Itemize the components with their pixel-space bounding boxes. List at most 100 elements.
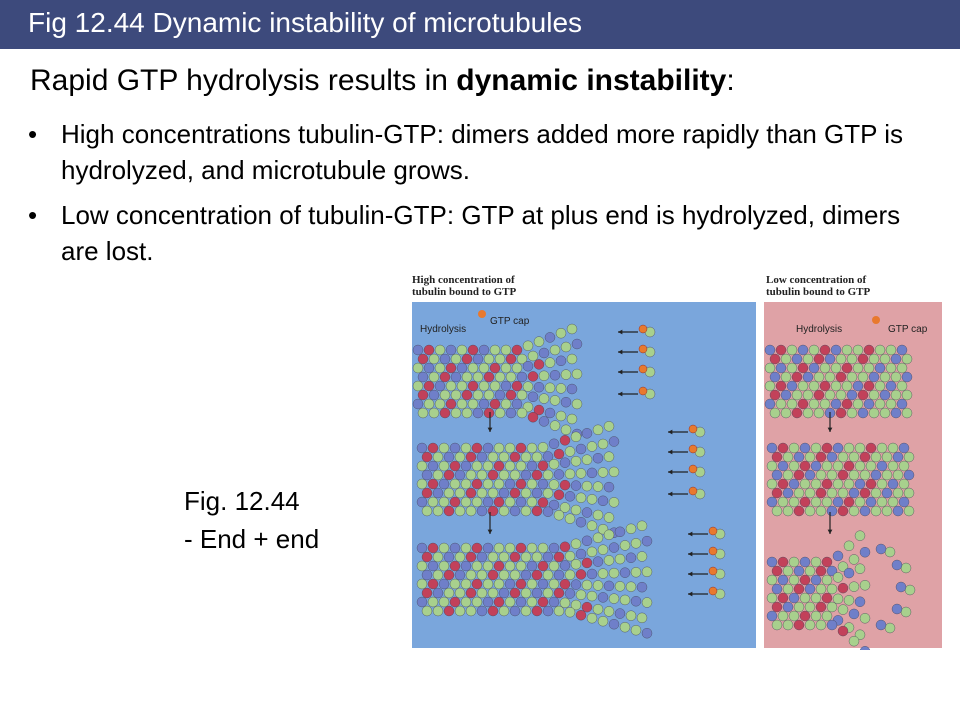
tube-left-2-subunit: [443, 487, 455, 499]
tube-right-2-subunit: [832, 496, 844, 508]
tube-left-2-subunit: [416, 478, 428, 490]
tube-right-1-subunit: [808, 398, 820, 410]
tube-left-2-subunit: [476, 451, 488, 463]
tube-right-2-subunit: [848, 469, 860, 481]
gtp-cap-label-right: GTP cap: [888, 324, 928, 335]
tube-right-3-subunit: [782, 583, 794, 595]
tube-right-2-subunit: [782, 505, 794, 517]
tube-left-2-subunit: [504, 478, 516, 490]
tube-left-3-subunit: [509, 551, 521, 563]
tube-right-1-subunit: [769, 407, 781, 419]
tube-right-3-subunit: [854, 629, 866, 640]
tube-left-3-subunit: [427, 560, 439, 572]
tube-right-2-subunit: [782, 469, 794, 481]
tube-left-2-subunit: [476, 487, 488, 499]
tube-right-3-subunit: [848, 608, 860, 620]
tube-right-3-subunit: [826, 565, 838, 577]
tube-left-2-subunit: [575, 516, 587, 528]
tube-left-3-subunit: [581, 535, 593, 546]
tube-right-1-subunit: [808, 380, 820, 392]
tube-right-2-subunit: [771, 451, 783, 463]
tube-left-1-subunit: [472, 389, 484, 401]
tube-right-2-subunit: [870, 469, 882, 481]
tube-right-3-subunit: [832, 593, 844, 605]
tube-left-2-subunit: [443, 505, 455, 517]
tube-left-3-subunit: [564, 569, 576, 581]
tube-left-1-subunit: [544, 332, 556, 343]
tube-left-3-subunit: [531, 569, 543, 581]
tube-right-2-subunit: [777, 496, 789, 508]
tube-left-3-subunit: [465, 587, 477, 599]
tube-right-2-subunit: [804, 487, 816, 499]
tube-left-1-subunit: [467, 380, 479, 392]
tube-left-2-subunit: [570, 455, 582, 467]
tube-left-1-subunit: [428, 353, 440, 365]
tube-right-2-subunit: [892, 487, 904, 499]
tube-left-1-subunit: [472, 407, 484, 419]
tube-left-1-subunit: [555, 355, 567, 367]
tube-left-2-subunit: [471, 496, 483, 508]
tube-right-1-subunit: [764, 362, 776, 374]
incoming-arrow-head: [668, 469, 673, 475]
tube-left-1-subunit: [494, 371, 506, 383]
tube-left-3-subunit: [476, 569, 488, 581]
tube-left-2-subunit: [570, 431, 582, 443]
tube-right-1-subunit: [830, 380, 842, 392]
tube-right-2-subunit: [848, 505, 860, 517]
tube-right-1-subunit: [824, 389, 836, 401]
tube-left-3-subunit: [564, 607, 576, 618]
tube-left-3-subunit: [487, 551, 499, 563]
tube-left-2-subunit: [460, 496, 472, 508]
right-panel-title-line2: tubulin bound to GTP: [766, 286, 871, 298]
tube-left-1-subunit: [494, 407, 506, 419]
tube-right-2-subunit: [881, 469, 893, 481]
lost-dimer: [891, 603, 903, 615]
lost-dimer: [884, 622, 896, 634]
figure-caption: Fig. 12.44 - End + end: [184, 482, 319, 558]
tube-left-3-subunit: [482, 596, 494, 608]
tube-right-1-subunit: [879, 371, 891, 383]
tube-left-1-subunit: [483, 353, 495, 365]
tube-left-2-subunit: [564, 513, 576, 524]
tube-left-1-subunit: [505, 407, 517, 419]
tube-left-3-subunit: [509, 569, 521, 581]
tube-left-3-subunit: [559, 560, 571, 571]
tube-left-1-subunit: [456, 398, 468, 410]
tube-right-3-subunit: [826, 619, 838, 631]
incoming-arrow-head: [618, 391, 623, 397]
incoming-dimer-gtp: [688, 486, 698, 496]
incoming-dimer-gtp: [638, 364, 648, 374]
incoming-arrow-head: [618, 349, 623, 355]
tube-right-2-subunit: [826, 505, 838, 517]
tube-left-1-subunit: [500, 398, 512, 410]
tube-left-3-subunit: [427, 596, 439, 608]
tube-right-1-subunit: [841, 362, 853, 374]
tube-left-2-subunit: [553, 469, 565, 480]
tube-left-2-subunit: [586, 467, 598, 479]
tube-left-2-subunit: [608, 466, 620, 478]
tube-right-1-subunit: [830, 398, 842, 410]
caption-line-2: - End + end: [184, 524, 320, 554]
tube-right-1-subunit: [813, 407, 825, 419]
tube-left-3-subunit: [460, 596, 472, 608]
tube-left-1-subunit: [500, 380, 512, 392]
tube-right-3-subunit: [793, 619, 805, 631]
tube-left-1-subunit: [527, 411, 539, 423]
tube-left-2-subunit: [559, 435, 571, 446]
tube-left-1-subunit: [489, 398, 501, 410]
tube-left-3-subunit: [636, 551, 648, 562]
tube-left-3-subunit: [454, 569, 466, 581]
tube-right-1-subunit: [863, 398, 875, 410]
tube-right-3-subunit: [782, 565, 794, 577]
tube-right-3-subunit: [837, 604, 849, 615]
tube-left-3-subunit: [553, 569, 565, 581]
tube-left-2-subunit: [454, 469, 466, 481]
tube-left-3-subunit: [531, 587, 543, 599]
tube-left-3-subunit: [515, 596, 527, 608]
tube-left-2-subunit: [449, 496, 461, 508]
tube-left-2-subunit: [438, 460, 450, 472]
tube-left-2-subunit: [581, 480, 593, 492]
tube-left-3-subunit: [614, 526, 626, 537]
tube-left-2-subunit: [498, 469, 510, 481]
tube-left-2-subunit: [537, 478, 549, 490]
